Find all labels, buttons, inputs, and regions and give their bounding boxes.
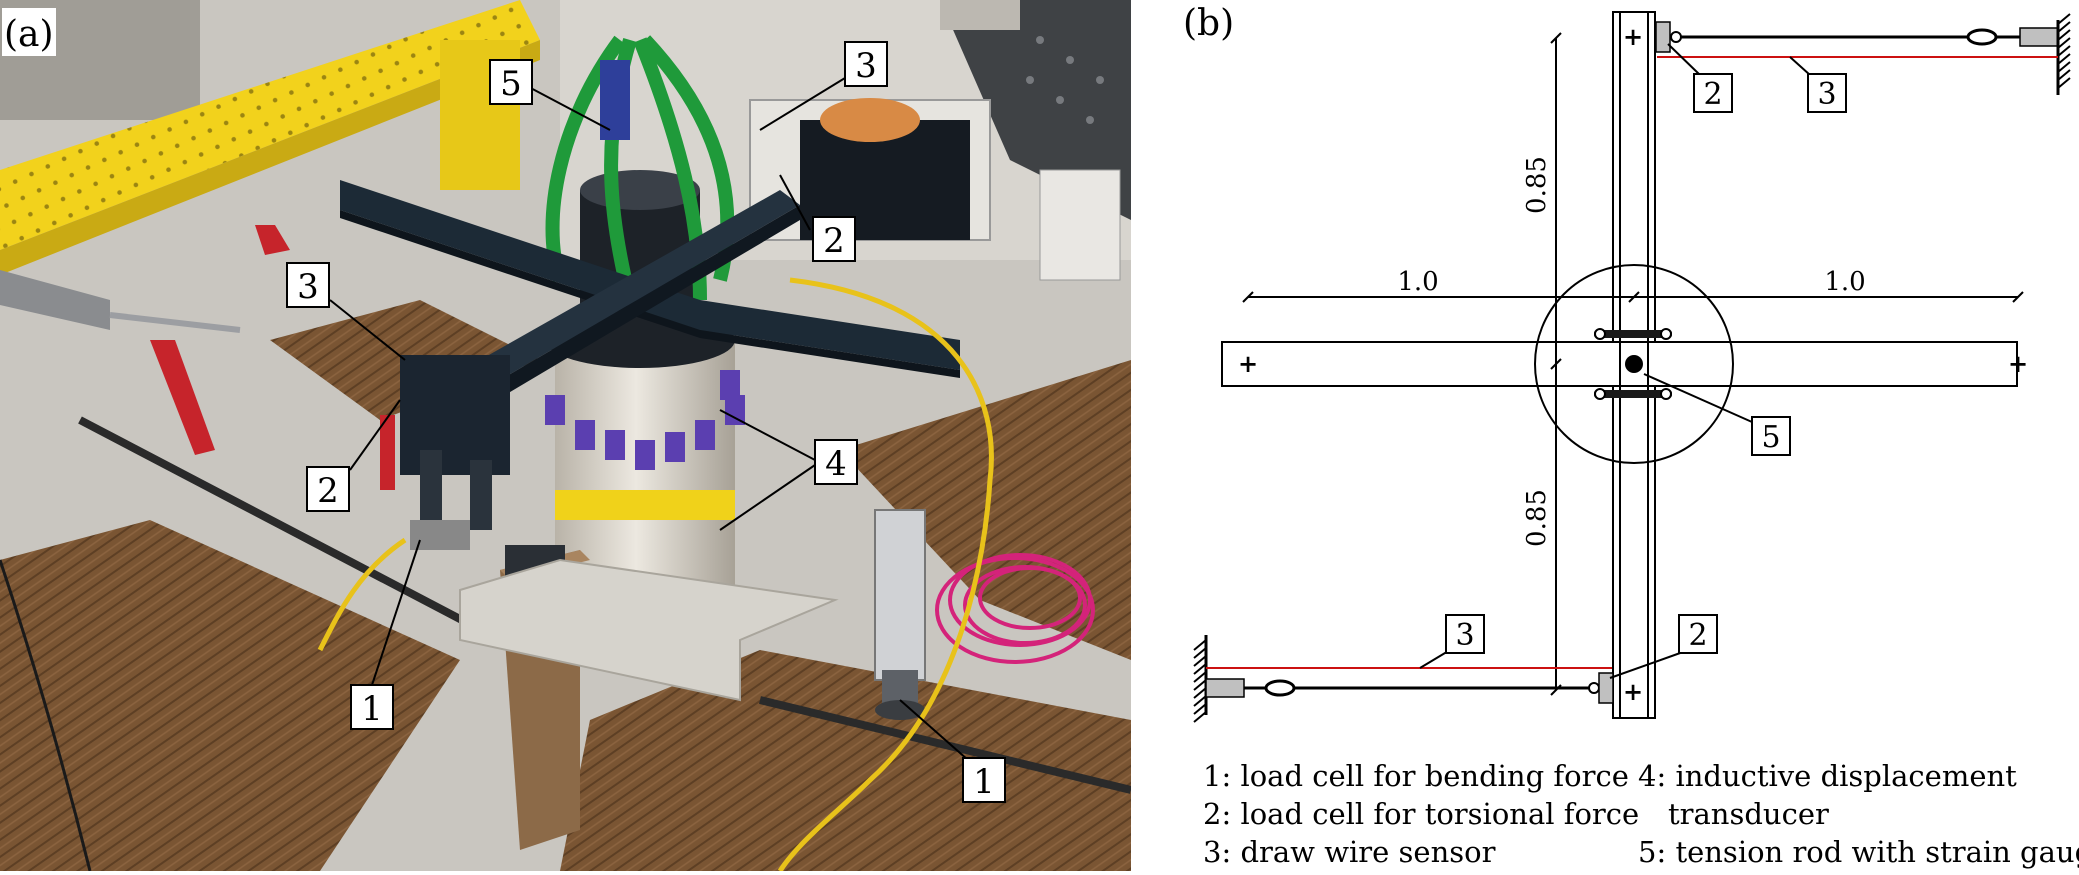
- tension-rod: [1625, 355, 1643, 373]
- schematic-callout-3-bottom: 3: [1455, 618, 1474, 653]
- schematic-callout-3-top: 3: [1817, 77, 1836, 112]
- legend-item-4-line2: transducer: [1668, 797, 1829, 831]
- bottom-sensor-assembly: [1193, 635, 1614, 723]
- svg-text:+: +: [2008, 349, 2028, 378]
- photo-callout-4: 4: [825, 444, 847, 484]
- photo-panel: 5 3 3 2 2 4 1 1 (a): [0, 0, 1132, 873]
- top-sensor-assembly: [1655, 13, 2071, 95]
- schematic-panel: (b) + + + + 1.0 1.0: [1131, 0, 2079, 871]
- dimension-lines: [1242, 32, 2024, 696]
- wood-floor-left: [0, 520, 460, 871]
- svg-text:+: +: [1623, 677, 1643, 706]
- load-cell-rod: [874, 509, 926, 681]
- column-outline: [1534, 264, 1734, 464]
- center-clamp: [1594, 328, 1672, 400]
- dimension-arm-bottom: 0.85: [1522, 489, 1552, 547]
- schematic-callout-2-top: 2: [1703, 77, 1722, 112]
- legend: 1: load cell for bending force 2: load c…: [1203, 759, 2079, 869]
- actuator: [0, 270, 110, 330]
- photo-callout-2-left: 2: [317, 471, 339, 511]
- legend-item-1: 1: load cell for bending force: [1203, 759, 1629, 793]
- steel-beam-long: [340, 180, 960, 370]
- wood-floor-bottom: [560, 650, 1131, 871]
- legend-item-4-line1: 4: inductive displacement: [1638, 759, 2017, 793]
- chair-seat: [820, 98, 920, 142]
- photo-callout-3-right: 3: [855, 46, 877, 86]
- svg-text:+: +: [1623, 22, 1643, 51]
- legend-item-2: 2: load cell for torsional force: [1203, 797, 1639, 831]
- photo-callout-5: 5: [500, 64, 522, 104]
- panel-b-label: (b): [1183, 3, 1234, 44]
- magenta-hose: [935, 553, 1095, 664]
- dimension-arm-right: 1.0: [1824, 267, 1865, 297]
- yellow-cable: [777, 277, 994, 873]
- photo-callout-1-right: 1: [973, 762, 995, 802]
- test-setup-photo: 5 3 3 2 2 4 1 1 (a): [0, 0, 1132, 873]
- photo-callout-2-right: 2: [823, 221, 845, 261]
- dimension-arm-left: 1.0: [1397, 267, 1438, 297]
- beam-clamp: [400, 355, 510, 475]
- displacement-transducers: [545, 370, 745, 470]
- panel-a-label: (a): [4, 14, 54, 55]
- plus-markers: + + + +: [1238, 22, 2028, 706]
- photo-callout-3-left: 3: [297, 267, 319, 307]
- schematic-callout-5: 5: [1761, 420, 1780, 455]
- dimension-arm-top: 0.85: [1522, 156, 1552, 214]
- yellow-loading-frame: [0, 0, 540, 250]
- legend-item-3: 3: draw wire sensor: [1203, 835, 1496, 869]
- legend-item-5: 5: tension rod with strain gauge: [1638, 835, 2079, 869]
- schematic-callout-2-bottom: 2: [1688, 618, 1707, 653]
- photo-callout-1-left: 1: [361, 689, 383, 729]
- steel-beam-cross: [480, 190, 800, 380]
- svg-text:+: +: [1238, 349, 1258, 378]
- schematic-diagram: (b) + + + + 1.0 1.0: [1183, 3, 2079, 869]
